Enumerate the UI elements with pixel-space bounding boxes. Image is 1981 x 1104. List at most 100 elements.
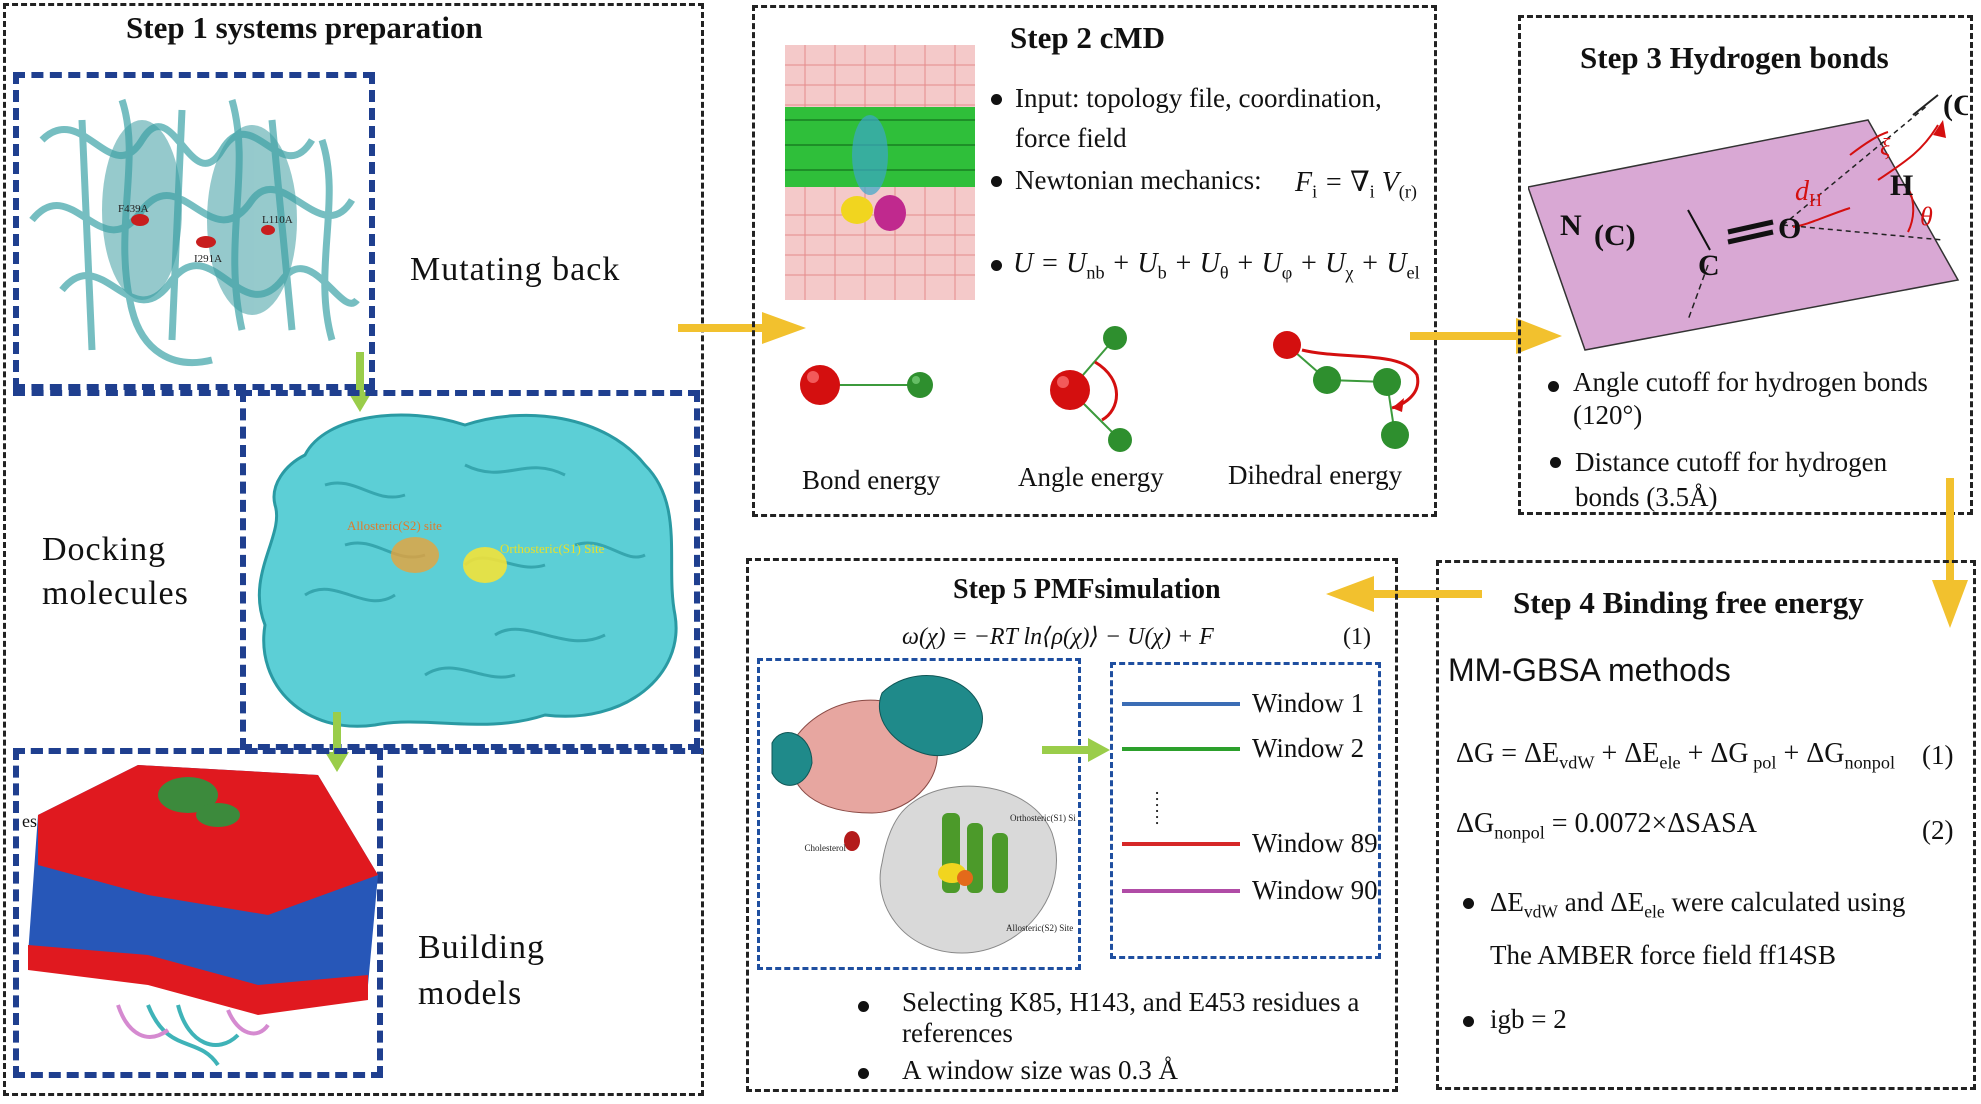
orthosteric-site-label: Orthosteric(S1) Site bbox=[500, 541, 605, 556]
step2-title: Step 2 cMD bbox=[1010, 20, 1165, 55]
step4-bullet-2 bbox=[1463, 1016, 1474, 1027]
docking-label-line2: molecules bbox=[42, 575, 189, 612]
step5-bullet1-line2: references bbox=[902, 1018, 1013, 1048]
window-ellipsis: …… bbox=[1152, 790, 1172, 826]
green-arrow-right bbox=[1042, 738, 1110, 762]
atom-nc: (C) bbox=[1594, 219, 1636, 252]
atom-o: O bbox=[1778, 212, 1801, 245]
step2-bullet-3 bbox=[991, 260, 1002, 271]
step2-input-line1: Input: topology file, coordination, bbox=[1015, 83, 1382, 113]
step4-and: and bbox=[1564, 887, 1604, 917]
green-arrow-down-2 bbox=[325, 712, 349, 772]
step5-eq-number: (1) bbox=[1343, 624, 1371, 650]
dihedral-energy-icon bbox=[1273, 331, 1420, 449]
hydrogen-bond-geometry-image: (C) H O C N (C) ξ dH θ bbox=[1528, 89, 1968, 351]
step5-window-size: A window size was 0.3 Å bbox=[902, 1055, 1178, 1085]
step2-newtonian-eq: Fi = ∇i V(r) bbox=[1295, 167, 1417, 202]
step3-distance-line2: bonds (3.5Å) bbox=[1575, 482, 1718, 512]
window-label-4: Window 90 bbox=[1252, 875, 1378, 905]
allosteric-s2-label: Allosteric(S2) Site bbox=[1006, 923, 1073, 933]
window-label-1: Window 1 bbox=[1252, 688, 1365, 718]
step1-title: Step 1 systems preparation bbox=[126, 10, 483, 45]
protein-ribbon-image: F439A I291A L110A bbox=[29, 98, 360, 367]
delta-e-vdw: ΔEvdW bbox=[1490, 887, 1558, 922]
md-simulation-box-image bbox=[785, 45, 975, 300]
protein-ribbon-box bbox=[13, 72, 375, 390]
step4-title: Step 4 Binding free energy bbox=[1513, 585, 1864, 620]
mutating-back-label: Mutating back bbox=[410, 251, 621, 288]
window-label-3: Window 89 bbox=[1252, 828, 1378, 858]
window-label-2: Window 2 bbox=[1252, 733, 1365, 763]
docking-label-line1: Docking bbox=[42, 531, 167, 568]
step5-title: Step 5 PMFsimulation bbox=[953, 574, 1221, 605]
arrow-step2-to-step3 bbox=[1410, 318, 1562, 354]
step2-newtonian-label: Newtonian mechanics: bbox=[1015, 165, 1262, 195]
step2-bullet-1 bbox=[991, 94, 1002, 105]
arrow-step3-to-step4 bbox=[1932, 478, 1968, 628]
atom-n: N bbox=[1560, 209, 1582, 242]
step4-eq2-number: (2) bbox=[1922, 815, 1954, 845]
pmf-structure-image: Cholesterol Orthosteric(S1) Site Alloste… bbox=[771, 675, 1076, 954]
bond-energy-label: Bond energy bbox=[802, 465, 941, 495]
step4-method-label: MM-GBSA methods bbox=[1448, 652, 1731, 688]
step3-distance-line1: Distance cutoff for hydrogen bbox=[1575, 447, 1888, 477]
residue-label-f439a: F439A bbox=[118, 203, 149, 215]
window-line-2 bbox=[1122, 747, 1240, 751]
step4-eq1: ΔG = ΔEvdW + ΔEele + ΔG pol + ΔGnonpol bbox=[1456, 738, 1895, 773]
bluebox-divider-top bbox=[13, 390, 248, 396]
step2-bullet-2 bbox=[991, 176, 1002, 187]
window-line-3 bbox=[1122, 842, 1240, 846]
atom-c: C bbox=[1698, 249, 1720, 282]
allosteric-site-label: Allosteric(S2) site bbox=[347, 518, 442, 533]
symbol-theta: θ bbox=[1920, 202, 1933, 231]
arrow-step1-to-step2 bbox=[678, 312, 806, 344]
step5-bullet-1 bbox=[858, 1001, 869, 1012]
step3-angle-line2: (120°) bbox=[1573, 400, 1643, 430]
step5-pmf-eq: ω(χ) = −RT ln⟨ρ(χ)⟩ − U(χ) + F bbox=[902, 624, 1214, 650]
step1-panel bbox=[3, 3, 704, 1096]
bluebox-divider-bottom bbox=[13, 748, 703, 754]
protein-surface-box bbox=[240, 390, 700, 750]
window-line-4 bbox=[1122, 889, 1240, 893]
fragment-text: es bbox=[22, 811, 37, 831]
step4-eq2: ΔGnonpol = 0.0072×ΔSASA bbox=[1456, 808, 1757, 843]
delta-e-ele: ΔEele bbox=[1610, 887, 1665, 922]
step4-bullet-1 bbox=[1463, 898, 1474, 909]
pmf-structure-box bbox=[757, 658, 1081, 970]
step4-bullet1-post: were calculated using bbox=[1671, 887, 1906, 917]
step3-bullet-2 bbox=[1550, 457, 1561, 468]
atom-c-top: (C) bbox=[1943, 89, 1968, 122]
step3-angle-line1: Angle cutoff for hydrogen bonds bbox=[1573, 367, 1928, 397]
step4-igb: igb = 2 bbox=[1490, 1004, 1567, 1034]
step2-energy-eq: U = Unb + Ub + Uθ + Uφ + Uχ + Uel bbox=[1013, 248, 1420, 283]
symbol-xi: ξ bbox=[1880, 135, 1891, 161]
step3-bullet-1 bbox=[1548, 381, 1559, 392]
step4-bullet1-line1: ΔEvdW and ΔEele were calculated using bbox=[1490, 887, 1905, 922]
symbol-dh: dH bbox=[1795, 176, 1822, 210]
orthosteric-s1-label: Orthosteric(S1) Site bbox=[1010, 813, 1076, 823]
step3-panel bbox=[1518, 15, 1973, 515]
step2-panel bbox=[752, 5, 1437, 517]
protein-surface-image: Allosteric(S2) site Orthosteric(S1) Site bbox=[257, 413, 678, 728]
arrow-step4-to-step5 bbox=[1326, 576, 1482, 612]
step5-panel bbox=[746, 558, 1398, 1092]
building-label-line1: Building bbox=[418, 929, 546, 966]
window-line-1 bbox=[1122, 702, 1240, 706]
residue-label-i291a: I291A bbox=[194, 253, 222, 265]
dihedral-energy-label: Dihedral energy bbox=[1228, 460, 1403, 490]
green-arrow-down-1 bbox=[348, 352, 372, 412]
step5-bullet1-line1: Selecting K85, H143, and E453 residues a bbox=[902, 987, 1360, 1017]
building-label-line2: models bbox=[418, 975, 523, 1012]
angle-energy-label: Angle energy bbox=[1018, 462, 1164, 492]
step3-title: Step 3 Hydrogen bonds bbox=[1580, 40, 1889, 75]
angle-energy-icon bbox=[1050, 326, 1132, 452]
bond-energy-icon bbox=[800, 365, 933, 405]
atom-h: H bbox=[1890, 169, 1913, 202]
step2-input-line2: force field bbox=[1015, 123, 1127, 153]
step4-eq1-number: (1) bbox=[1922, 740, 1954, 770]
residue-label-l110a: L110A bbox=[262, 214, 293, 226]
cholesterol-label: Cholesterol bbox=[805, 843, 847, 853]
step5-bullet-2 bbox=[858, 1068, 869, 1079]
step4-panel bbox=[1436, 560, 1976, 1090]
step4-bullet1-line2: The AMBER force field ff14SB bbox=[1490, 940, 1836, 970]
